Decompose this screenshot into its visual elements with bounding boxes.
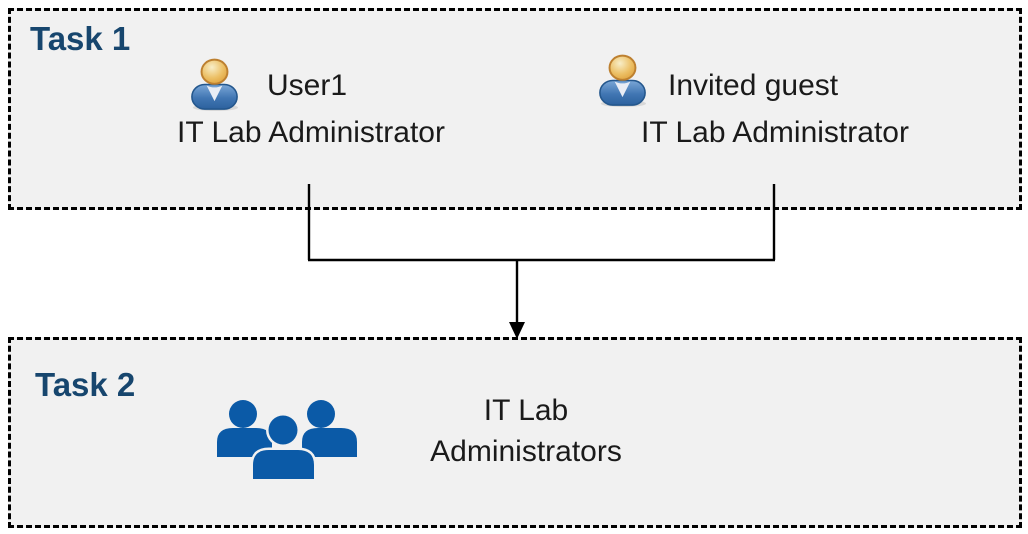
person-icon xyxy=(187,56,242,111)
group-name: IT Lab Administrators xyxy=(376,390,676,472)
task2-box: Task 2 IT Lab Administrators xyxy=(8,337,1022,528)
task2-label: Task 2 xyxy=(35,366,136,403)
person-name: User1 xyxy=(267,69,348,102)
person-icon xyxy=(595,52,650,107)
task1-label: Task 1 xyxy=(30,20,131,57)
group-name-line1: IT Lab xyxy=(483,394,569,427)
person-role: IT Lab Administrator xyxy=(177,116,445,149)
group-name-line2: Administrators xyxy=(430,435,622,468)
people-group-icon xyxy=(217,399,357,479)
person-role: IT Lab Administrator xyxy=(641,116,909,149)
person-name: Invited guest xyxy=(668,69,839,102)
task1-box: Task 1 User1 IT Lab Administrator Invite… xyxy=(8,8,1022,210)
